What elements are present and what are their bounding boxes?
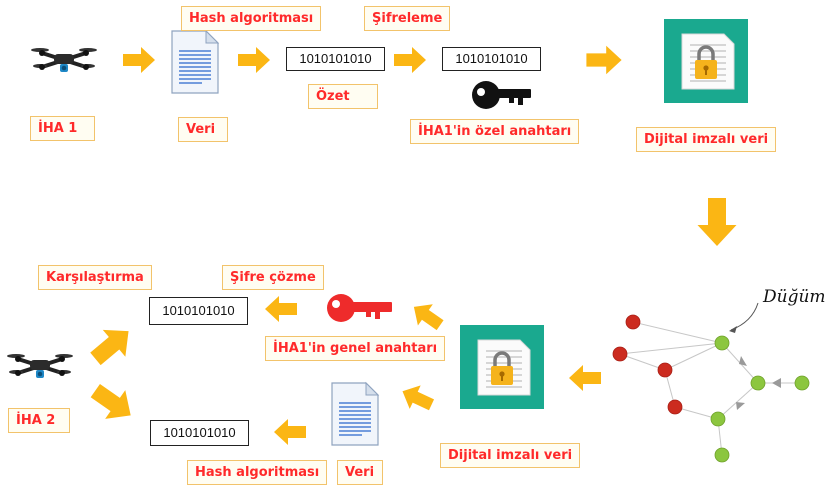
flow-arrows bbox=[84, 45, 737, 445]
label-veri-bottom: Veri bbox=[337, 460, 383, 485]
label-iha1: İHA 1 bbox=[30, 116, 95, 141]
label-public-key: İHA1'in genel anahtarı bbox=[265, 336, 446, 361]
encrypted-digest-box: 1010101010 bbox=[442, 47, 541, 71]
node-annotation: Düğüm bbox=[763, 287, 826, 307]
private-key-icon bbox=[472, 81, 531, 109]
network-graph bbox=[612, 302, 810, 463]
label-iha2: İHA 2 bbox=[8, 408, 70, 433]
public-key-icon bbox=[327, 294, 392, 322]
hash-digest-box: 1010101010 bbox=[286, 47, 385, 71]
label-signed-bottom: Dijital imzalı veri bbox=[440, 443, 581, 468]
label-hash-top: Hash algoritması bbox=[181, 6, 322, 31]
document-icon bbox=[331, 382, 379, 446]
label-sifre-cozme: Şifre çözme bbox=[222, 265, 324, 290]
label-hash-bottom: Hash algoritması bbox=[187, 460, 328, 485]
decrypted-digest-box: 1010101010 bbox=[149, 297, 248, 325]
computed-digest-box: 1010101010 bbox=[150, 420, 249, 446]
drone-icon bbox=[5, 352, 75, 380]
document-icon bbox=[171, 30, 219, 94]
label-signed-top: Dijital imzalı veri bbox=[636, 127, 777, 152]
label-private-key: İHA1'in özel anahtarı bbox=[410, 119, 580, 144]
signed-document-icon bbox=[458, 323, 546, 411]
label-sifreleme: Şifreleme bbox=[364, 6, 451, 31]
drone-icon bbox=[29, 46, 99, 74]
signed-document-icon bbox=[662, 17, 750, 105]
label-ozet: Özet bbox=[308, 84, 378, 109]
label-veri-top: Veri bbox=[178, 117, 228, 142]
label-karsilastirma: Karşılaştırma bbox=[38, 265, 152, 290]
